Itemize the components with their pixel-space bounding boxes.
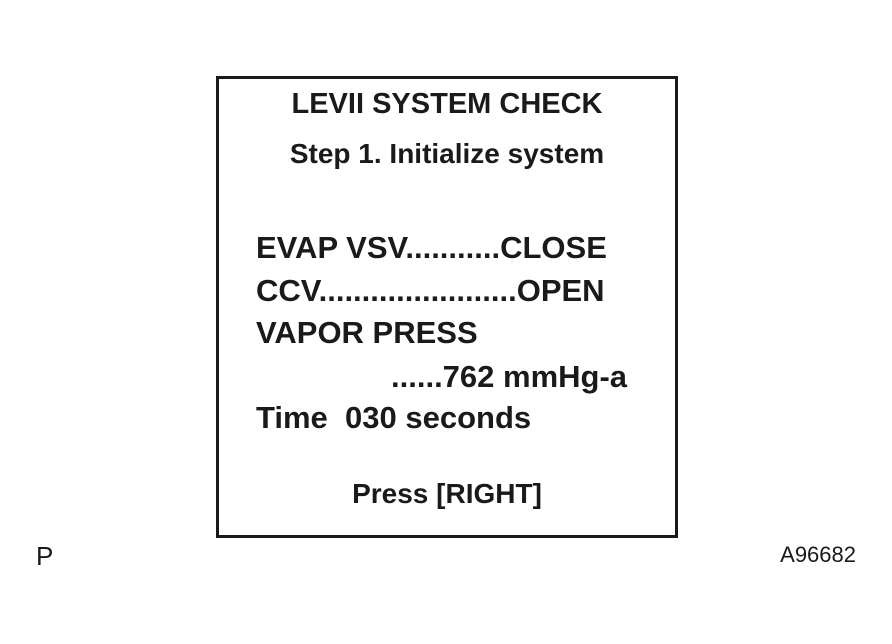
vapor-press-label: VAPOR PRESS [256,315,478,350]
vapor-press-value: ......762 mmHg-a [391,359,628,394]
screen-title: LEVII SYSTEM CHECK [291,88,603,120]
tester-display: LEVII SYSTEM CHECK Step 1. Initialize sy… [216,76,678,538]
ccv-status: CCV.......................OPEN [256,273,605,308]
evap-vsv-status: EVAP VSV...........CLOSE [256,230,607,265]
step-heading: Step 1. Initialize system [289,138,605,169]
page-mark: P [36,541,54,571]
press-right-prompt: Press [RIGHT] [352,478,542,509]
figure-id: A96682 [780,542,856,567]
time-readout: Time 030 seconds [256,400,532,435]
